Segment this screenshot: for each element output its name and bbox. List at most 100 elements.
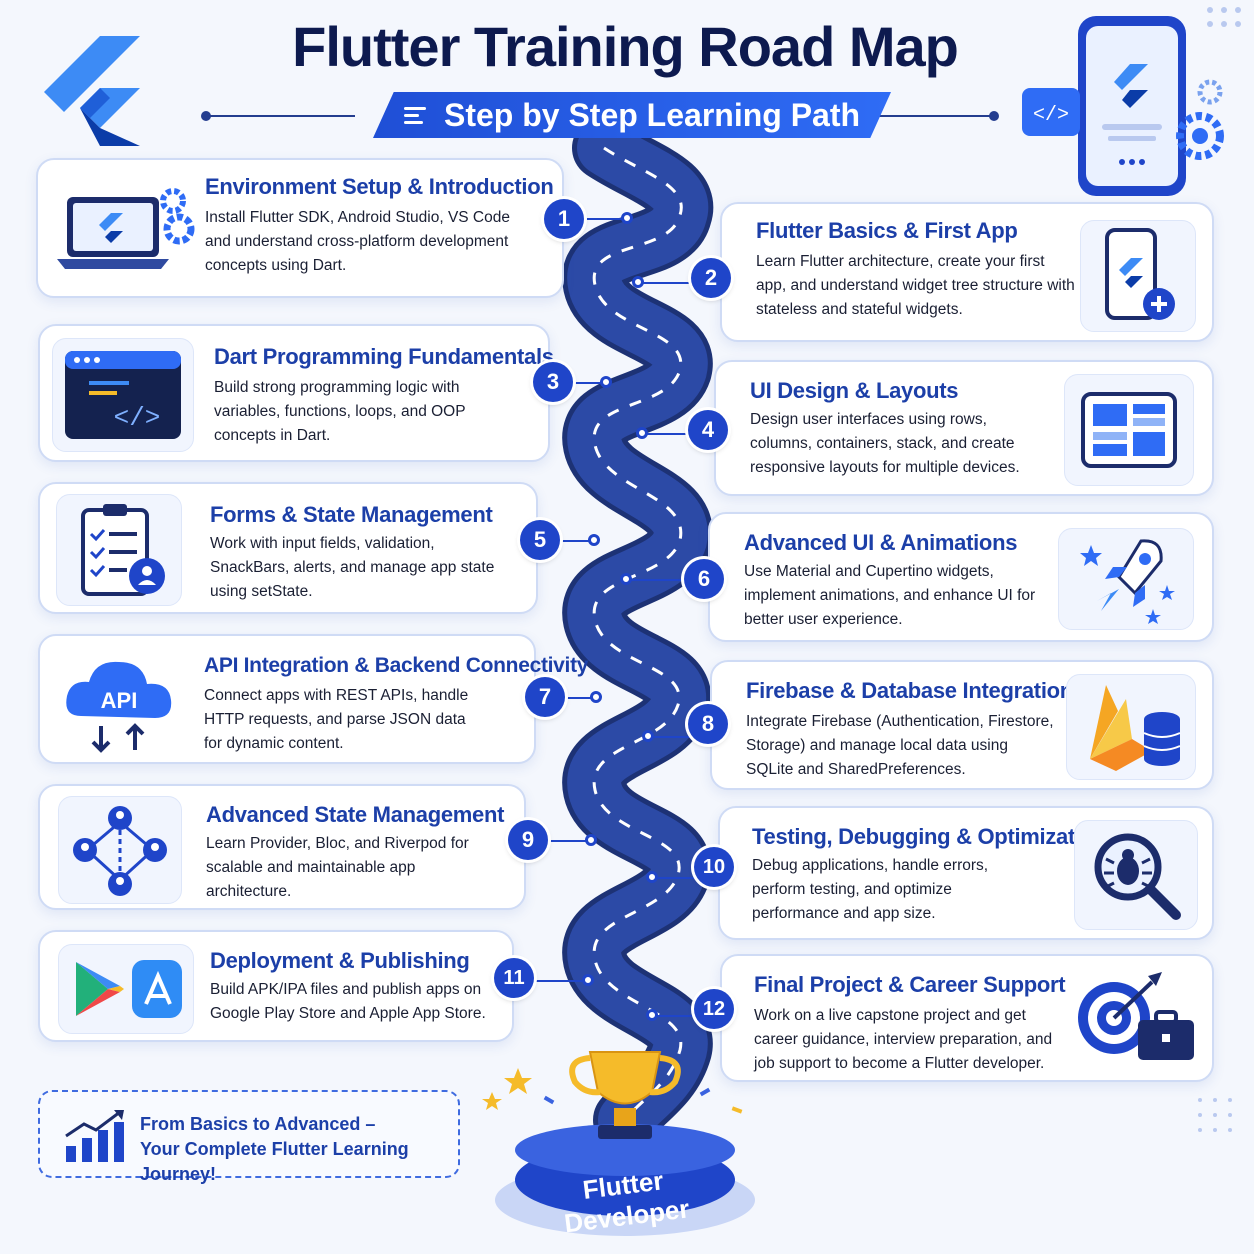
step-card-8: Firebase & Database Integration Integrat… — [710, 660, 1214, 790]
step-card-12: Final Project & Career Support Work on a… — [720, 954, 1214, 1082]
podium — [495, 1124, 755, 1236]
step-description: Debug applications, handle errors, perfo… — [752, 857, 989, 922]
step-title: Deployment & Publishing — [210, 948, 470, 973]
connector-dot-2 — [632, 276, 644, 288]
step-card-4: UI Design & Layouts Design user interfac… — [714, 360, 1214, 496]
connector-10 — [652, 877, 712, 879]
step-number-5: 5 — [520, 520, 560, 560]
connector-dot-11 — [582, 974, 594, 986]
step-description: Install Flutter SDK, Android Studio, VS … — [205, 209, 510, 274]
svg-text:</>: </> — [1033, 104, 1069, 127]
road-lane-marking — [592, 146, 683, 1121]
subtitle-text: Step by Step Learning Path — [443, 97, 861, 133]
step-title: Firebase & Database Integration — [746, 678, 1073, 703]
trophy-icon — [482, 1051, 743, 1139]
step-number-7: 7 — [525, 677, 565, 717]
journey-text: From Basics to Advanced – Your Complete … — [140, 1112, 460, 1187]
step-description: Use Material and Cupertino widgets, impl… — [744, 563, 1036, 628]
step-title: Forms & State Management — [210, 502, 493, 527]
firebase-database-icon — [1066, 674, 1196, 780]
connector-dot-9 — [585, 834, 597, 846]
connector-9 — [528, 840, 592, 842]
step-title: Advanced State Management — [206, 802, 505, 827]
step-number-3: 3 — [533, 362, 573, 402]
connector-dot-12 — [646, 1009, 658, 1021]
step-number-9: 9 — [508, 820, 548, 860]
journey-line-1: From Basics to Advanced – — [140, 1114, 376, 1134]
step-title: Advanced UI & Animations — [744, 530, 1018, 555]
connector-11 — [516, 980, 588, 982]
connector-8 — [648, 736, 708, 738]
step-description: Learn Flutter architecture, create your … — [756, 253, 1075, 318]
subtitle-dot-left — [201, 111, 211, 121]
connector-2 — [638, 282, 712, 284]
svg-text:</>: </> — [114, 403, 161, 433]
bug-magnifier-icon — [1074, 820, 1198, 930]
journey-callout: From Basics to Advanced – Your Complete … — [38, 1090, 460, 1184]
step-title: Environment Setup & Introduction — [205, 174, 554, 199]
flutter-logo-icon — [44, 36, 140, 146]
subtitle-dot-right — [989, 111, 999, 121]
connector-3 — [552, 382, 608, 384]
connector-4 — [642, 433, 708, 435]
step-card-7: API API Integration & Backend Connectivi… — [38, 634, 588, 764]
step-card-1: Environment Setup & Introduction Install… — [36, 158, 564, 298]
subtitle-line-left — [205, 115, 355, 117]
step-title: API Integration & Backend Connectivity — [204, 654, 589, 677]
connector-dot-3 — [600, 376, 612, 388]
connector-dot-10 — [646, 871, 658, 883]
connector-dot-4 — [636, 427, 648, 439]
step-number-12: 12 — [694, 989, 734, 1029]
network-users-icon — [58, 796, 182, 904]
connector-7 — [545, 697, 597, 699]
laptop-gear-icon — [50, 174, 200, 284]
subtitle-line-right — [845, 115, 995, 117]
step-card-5: Forms & State Management Work with input… — [38, 482, 538, 614]
connector-12 — [652, 1015, 712, 1017]
api-cloud-icon: API — [54, 646, 184, 756]
step-description: Work on a live capstone project and get … — [754, 1007, 1053, 1072]
step-description: Build strong programming logic with vari… — [214, 379, 466, 444]
menu-lines-icon — [403, 106, 426, 124]
step-title: Flutter Basics & First App — [756, 218, 1018, 243]
layout-tablet-icon — [1064, 374, 1194, 486]
step-number-1: 1 — [544, 199, 584, 239]
step-description: Work with input fields, validation, Snac… — [210, 535, 495, 600]
rocket-icon — [1058, 528, 1194, 630]
connector-dot-8 — [642, 730, 654, 742]
step-description: Design user interfaces using rows, colum… — [750, 411, 1020, 476]
journey-line-2: Your Complete Flutter Learning Journey! — [140, 1139, 409, 1184]
step-card-6: Advanced UI & Animations Use Material an… — [708, 512, 1214, 642]
phone-plus-icon — [1080, 220, 1196, 332]
connector-dot-5 — [588, 534, 600, 546]
step-title: Dart Programming Fundamentals — [214, 344, 554, 369]
step-description: Learn Provider, Bloc, and Riverpod for s… — [206, 835, 469, 900]
step-number-2: 2 — [691, 258, 731, 298]
growth-chart-icon — [65, 1110, 124, 1162]
app-stores-icon — [58, 944, 194, 1034]
connector-6 — [626, 579, 704, 581]
phone-illustration-icon: </> — [1022, 16, 1224, 196]
step-description: Connect apps with REST APIs, handle HTTP… — [204, 687, 469, 752]
decor-dots — [1198, 7, 1241, 1132]
step-title: Final Project & Career Support — [754, 972, 1066, 997]
connector-dot-7 — [590, 691, 602, 703]
target-briefcase-icon — [1068, 966, 1202, 1070]
step-title: UI Design & Layouts — [750, 378, 959, 403]
clipboard-user-icon — [56, 494, 182, 606]
step-card-9: Advanced State Management Learn Provider… — [38, 784, 526, 910]
step-card-10: Testing, Debugging & Optimization Debug … — [718, 806, 1214, 940]
step-description: Build APK/IPA files and publish apps on … — [210, 981, 486, 1022]
connector-5 — [540, 540, 596, 542]
code-window-icon: </> — [52, 338, 194, 452]
subtitle-pill: Step by Step Learning Path — [373, 92, 891, 138]
step-number-6: 6 — [684, 559, 724, 599]
step-description: Integrate Firebase (Authentication, Fire… — [746, 713, 1054, 778]
step-card-3: </> Dart Programming Fundamentals Build … — [38, 324, 554, 462]
step-number-8: 8 — [688, 704, 728, 744]
subtitle-banner: Step by Step Learning Path — [201, 92, 999, 140]
page-title: Flutter Training Road Map — [292, 15, 959, 78]
connector-dot-6 — [620, 573, 632, 585]
step-number-4: 4 — [688, 410, 728, 450]
step-title: Testing, Debugging & Optimization — [752, 824, 1108, 849]
